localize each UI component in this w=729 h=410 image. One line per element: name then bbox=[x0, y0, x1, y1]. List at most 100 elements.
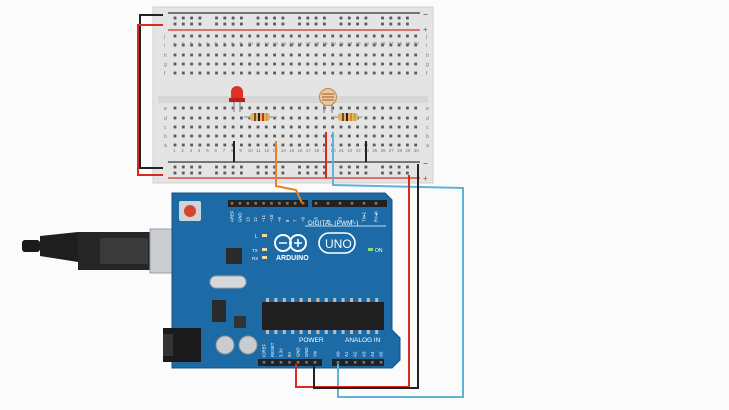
rail-hole[interactable] bbox=[397, 171, 401, 175]
breadboard-hole[interactable] bbox=[289, 106, 293, 110]
rail-hole[interactable] bbox=[215, 171, 218, 175]
breadboard-hole[interactable] bbox=[264, 106, 268, 110]
rail-hole[interactable] bbox=[223, 16, 227, 20]
breadboard-hole[interactable] bbox=[298, 71, 301, 75]
rail-hole[interactable] bbox=[339, 171, 343, 175]
rail-hole[interactable] bbox=[173, 16, 177, 20]
breadboard-hole[interactable] bbox=[331, 62, 335, 66]
header-pin[interactable] bbox=[296, 361, 300, 364]
breadboard-hole[interactable] bbox=[339, 143, 343, 147]
header-pin[interactable] bbox=[262, 361, 266, 364]
breadboard-hole[interactable] bbox=[215, 62, 218, 66]
breadboard-hole[interactable] bbox=[298, 34, 301, 38]
header-pin[interactable] bbox=[326, 202, 330, 205]
breadboard-hole[interactable] bbox=[256, 125, 260, 129]
breadboard-hole[interactable] bbox=[347, 43, 351, 47]
breadboard-hole[interactable] bbox=[215, 106, 218, 110]
header-pin[interactable] bbox=[345, 361, 348, 364]
breadboard-hole[interactable] bbox=[273, 71, 276, 75]
breadboard-hole[interactable] bbox=[397, 62, 401, 66]
breadboard-hole[interactable] bbox=[273, 116, 276, 120]
breadboard-hole[interactable] bbox=[173, 43, 177, 47]
breadboard-hole[interactable] bbox=[256, 62, 260, 66]
breadboard-hole[interactable] bbox=[347, 71, 351, 75]
breadboard-hole[interactable] bbox=[356, 34, 359, 38]
breadboard-hole[interactable] bbox=[372, 125, 376, 129]
breadboard-hole[interactable] bbox=[389, 134, 393, 138]
header-pin[interactable] bbox=[314, 202, 318, 205]
rail-hole[interactable] bbox=[356, 22, 359, 26]
breadboard-hole[interactable] bbox=[356, 43, 359, 47]
breadboard-hole[interactable] bbox=[190, 106, 193, 110]
rail-hole[interactable] bbox=[339, 165, 343, 169]
rail-hole[interactable] bbox=[198, 16, 202, 20]
breadboard-hole[interactable] bbox=[240, 71, 243, 75]
breadboard-hole[interactable] bbox=[223, 143, 227, 147]
breadboard-hole[interactable] bbox=[414, 134, 418, 138]
breadboard-hole[interactable] bbox=[248, 125, 252, 129]
breadboard-hole[interactable] bbox=[381, 43, 384, 47]
rail-hole[interactable] bbox=[356, 171, 359, 175]
breadboard-hole[interactable] bbox=[256, 71, 260, 75]
breadboard-hole[interactable] bbox=[223, 71, 227, 75]
header-pin[interactable] bbox=[313, 361, 317, 364]
rail-hole[interactable] bbox=[190, 171, 193, 175]
breadboard-hole[interactable] bbox=[298, 116, 301, 120]
breadboard-hole[interactable] bbox=[206, 116, 210, 120]
rail-hole[interactable] bbox=[323, 171, 326, 175]
breadboard-hole[interactable] bbox=[364, 106, 368, 110]
breadboard-hole[interactable] bbox=[198, 134, 202, 138]
rail-hole[interactable] bbox=[231, 165, 235, 169]
breadboard-hole[interactable] bbox=[372, 62, 376, 66]
rail-hole[interactable] bbox=[264, 16, 268, 20]
breadboard-hole[interactable] bbox=[323, 71, 326, 75]
breadboard-hole[interactable] bbox=[364, 34, 368, 38]
breadboard-hole[interactable] bbox=[173, 106, 177, 110]
breadboard-hole[interactable] bbox=[240, 143, 243, 147]
rail-hole[interactable] bbox=[264, 171, 268, 175]
rail-hole[interactable] bbox=[347, 16, 351, 20]
rail-hole[interactable] bbox=[281, 22, 285, 26]
breadboard-hole[interactable] bbox=[281, 71, 285, 75]
breadboard-hole[interactable] bbox=[223, 62, 227, 66]
rail-hole[interactable] bbox=[406, 22, 409, 26]
breadboard-hole[interactable] bbox=[298, 143, 301, 147]
rail-hole[interactable] bbox=[356, 16, 359, 20]
breadboard-hole[interactable] bbox=[414, 143, 418, 147]
breadboard-hole[interactable] bbox=[314, 125, 318, 129]
header-pin[interactable] bbox=[271, 361, 274, 364]
breadboard-hole[interactable] bbox=[215, 134, 218, 138]
header-pin[interactable] bbox=[362, 202, 366, 205]
wire-rail-5v-link[interactable] bbox=[137, 24, 163, 176]
breadboard-hole[interactable] bbox=[314, 134, 318, 138]
breadboard-hole[interactable] bbox=[281, 62, 285, 66]
breadboard-hole[interactable] bbox=[181, 43, 185, 47]
breadboard-hole[interactable] bbox=[414, 43, 418, 47]
breadboard-hole[interactable] bbox=[323, 116, 326, 120]
rail-hole[interactable] bbox=[281, 165, 285, 169]
breadboard-holes[interactable]: 1122334455667788991010111112121313141415… bbox=[173, 16, 419, 175]
breadboard-hole[interactable] bbox=[198, 106, 202, 110]
reset-button[interactable] bbox=[184, 205, 196, 217]
rail-hole[interactable] bbox=[240, 16, 243, 20]
breadboard-hole[interactable] bbox=[240, 53, 243, 57]
rail-hole[interactable] bbox=[339, 16, 343, 20]
breadboard-hole[interactable] bbox=[381, 134, 384, 138]
breadboard-hole[interactable] bbox=[190, 71, 193, 75]
rail-hole[interactable] bbox=[281, 171, 285, 175]
breadboard-hole[interactable] bbox=[406, 53, 409, 57]
breadboard-hole[interactable] bbox=[339, 106, 343, 110]
breadboard-hole[interactable] bbox=[406, 34, 409, 38]
breadboard-hole[interactable] bbox=[306, 116, 310, 120]
breadboard-hole[interactable] bbox=[240, 106, 243, 110]
rail-hole[interactable] bbox=[314, 171, 318, 175]
wire-led-pin9[interactable] bbox=[275, 141, 303, 204]
breadboard-hole[interactable] bbox=[206, 43, 210, 47]
breadboard-hole[interactable] bbox=[331, 34, 335, 38]
breadboard-hole[interactable] bbox=[273, 62, 276, 66]
breadboard-hole[interactable] bbox=[331, 53, 335, 57]
rail-hole[interactable] bbox=[397, 22, 401, 26]
breadboard-hole[interactable] bbox=[231, 71, 235, 75]
rail-hole[interactable] bbox=[389, 171, 393, 175]
rail-hole[interactable] bbox=[298, 171, 301, 175]
